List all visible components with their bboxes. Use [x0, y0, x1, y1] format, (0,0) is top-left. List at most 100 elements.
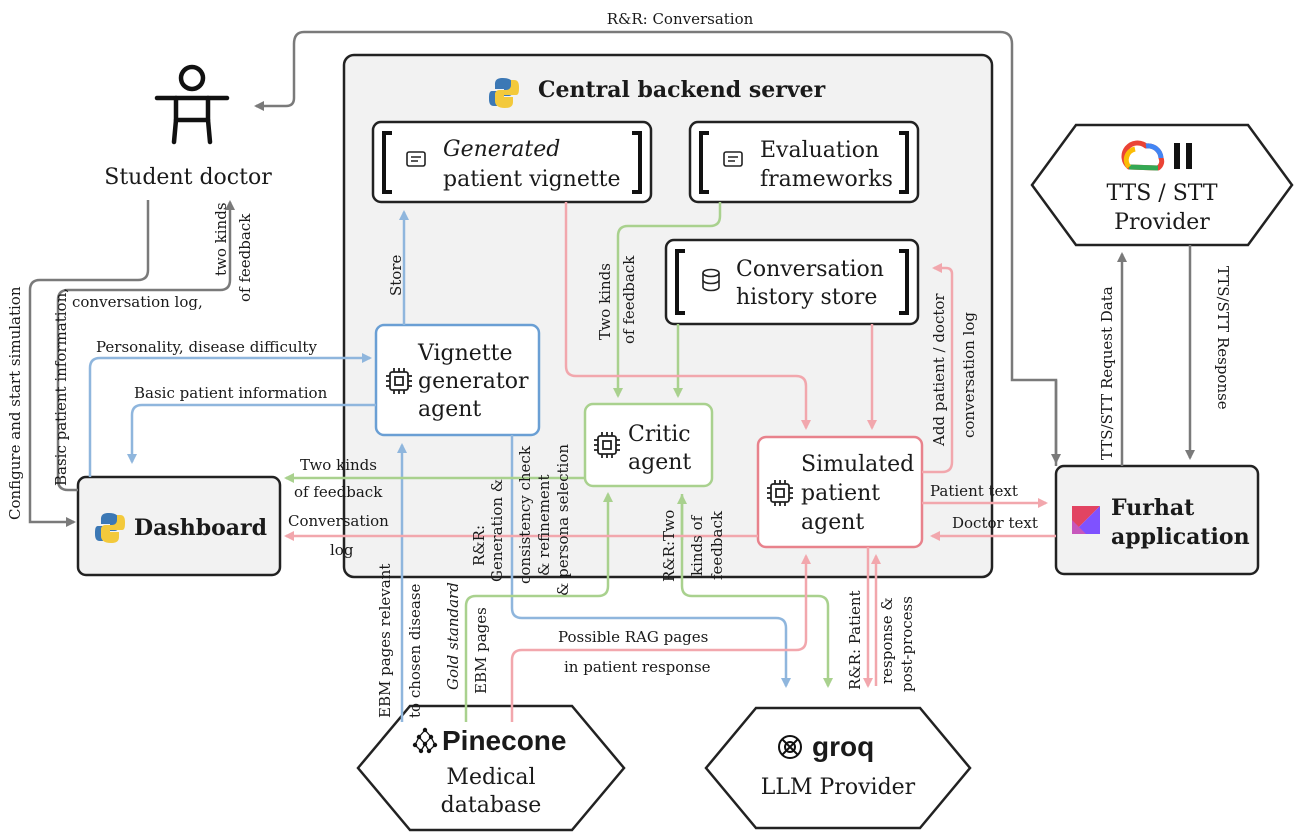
vignette-agent-box [374, 323, 541, 437]
eval-box [688, 120, 920, 204]
configure-label: Configure and start simulation [6, 286, 24, 520]
patient-agent-line1: Simulated [801, 452, 914, 477]
vignette-agent-line1: Vignette [417, 341, 513, 366]
document-icon [406, 151, 426, 167]
critic-box [583, 402, 714, 488]
patient-agent-line2: patient [801, 481, 880, 506]
history-line1: Conversation [736, 257, 884, 282]
openai-icon [778, 735, 802, 759]
eval-line2: frameworks [760, 167, 893, 192]
consistency-label-a: consistency check [516, 445, 534, 584]
consistency-label-b: & refinement [535, 475, 553, 577]
pinecone-icon [412, 727, 438, 754]
pinecone-hexagon [356, 704, 626, 832]
gold-standard-label-a: Gold standard [444, 582, 462, 690]
chip-icon [767, 480, 793, 506]
configure-arrow [28, 200, 150, 527]
store-label: Store [387, 254, 405, 296]
dash-two-kinds-a: Two kinds [300, 456, 377, 474]
history-line2: history store [736, 285, 877, 310]
feedback-to-student-arrow [56, 200, 235, 492]
rr-patient-label-c: post-process [898, 596, 916, 692]
basic-info-arrow [127, 403, 376, 464]
google-cloud-icon [1121, 140, 1165, 171]
personality-label: Personality, disease difficulty [96, 338, 317, 356]
chip-icon [386, 368, 412, 394]
vignette-agent-line3: agent [418, 397, 481, 422]
rag-pages-arrow [510, 554, 811, 722]
critic-line1: Critic [628, 422, 691, 447]
dashboard-box [76, 475, 282, 577]
dashboard-label: Dashboard [134, 515, 267, 541]
pinecone-line2: database [441, 793, 542, 818]
furhat-line1: Furhat [1111, 495, 1195, 521]
rr-patient-label-b: response & [878, 597, 896, 684]
python-icon [489, 78, 519, 108]
patient-agent-line3: agent [801, 510, 864, 535]
vignette-llm-arrow [510, 435, 791, 688]
critic-llm-arrow [680, 494, 833, 688]
tts-response-label: TTS/STT Response [1214, 266, 1232, 410]
student-doctor-icon [154, 64, 230, 145]
document-icon [723, 151, 743, 167]
rr-conversation-arrow [254, 30, 1058, 466]
history-box [664, 238, 920, 326]
rr-two-label-a: R&R:Two [660, 510, 678, 582]
ebm-relevant-label-a: EBM pages relevant [376, 564, 394, 718]
critic-line2: agent [628, 450, 691, 475]
vignette-store-line2: patient vignette [443, 167, 621, 192]
tts-line1: TTS / STT [1106, 181, 1217, 206]
rag-pages-label-b: in patient response [564, 658, 711, 676]
rag-pages-label-a: Possible RAG pages [558, 628, 708, 646]
vignette-store-line1: Generated [443, 137, 560, 162]
elevenlabs-icon [1174, 143, 1192, 169]
tts-line2: Provider [1114, 210, 1210, 235]
personality-arrow [88, 353, 372, 477]
consistency-label-c: & persona selection [554, 444, 572, 596]
gold-standard-arrow [464, 492, 613, 722]
patient-agent-box [756, 435, 924, 549]
student-doctor-label: Student doctor [104, 165, 272, 190]
eval-two-kinds-label-a: Two kinds [596, 263, 614, 340]
vignette-store-box [371, 120, 653, 204]
patient-text-label: Patient text [930, 482, 1018, 500]
rr-generation-label-a: R&R: [470, 525, 488, 566]
eval-line1: Evaluation [760, 138, 879, 163]
dash-conv-a: Conversation [288, 512, 389, 530]
tts-provider-hexagon [1030, 123, 1294, 247]
tts-request-label: TTS/STT Request Data [1098, 286, 1116, 460]
rr-two-label-b: kinds of [688, 514, 706, 576]
rr-patient-label-a: R&R: Patient [846, 590, 864, 690]
add-log-arrow [922, 263, 954, 474]
furhat-line2: application [1111, 524, 1250, 550]
server-title: Central backend server [538, 77, 826, 103]
groq-label: LLM Provider [761, 775, 916, 800]
two-kinds-label-a: two kinds [212, 202, 230, 276]
vignette-to-patient-arrow [564, 202, 811, 430]
two-kinds-label-b: of feedback [236, 213, 254, 302]
rr-generation-label-b: Generation & [488, 479, 506, 582]
ebm-relevant-label-b: to chosen disease [406, 583, 424, 718]
gold-standard-label-b: EBM pages [472, 607, 490, 694]
groq-brand: groq [812, 731, 874, 762]
rr-two-label-c: feedback [708, 510, 726, 580]
kotlin-icon [1072, 506, 1100, 534]
conv-log-comma-label: conversation log, [72, 293, 203, 311]
eval-feedback-arrow [613, 202, 722, 398]
add-log-label-b: conversation log [960, 312, 978, 438]
doctor-text-label: Doctor text [952, 514, 1038, 532]
rr-conversation-label: R&R: Conversation [607, 10, 754, 28]
basic-info-comma-label: Basic patient information, [52, 288, 70, 486]
pinecone-brand: Pinecone [442, 725, 566, 756]
furhat-box [1054, 464, 1260, 576]
add-log-label-a: Add patient / doctor [930, 293, 948, 447]
pinecone-line1: Medical [446, 765, 535, 790]
dash-two-kinds-b: of feedback [294, 483, 383, 501]
eval-two-kinds-label-b: of feedback [620, 255, 638, 344]
vignette-agent-line2: generator [418, 369, 529, 394]
database-icon [702, 268, 720, 292]
groq-hexagon [704, 706, 972, 830]
chip-icon [594, 432, 620, 458]
basic-info-label: Basic patient information [134, 384, 328, 402]
